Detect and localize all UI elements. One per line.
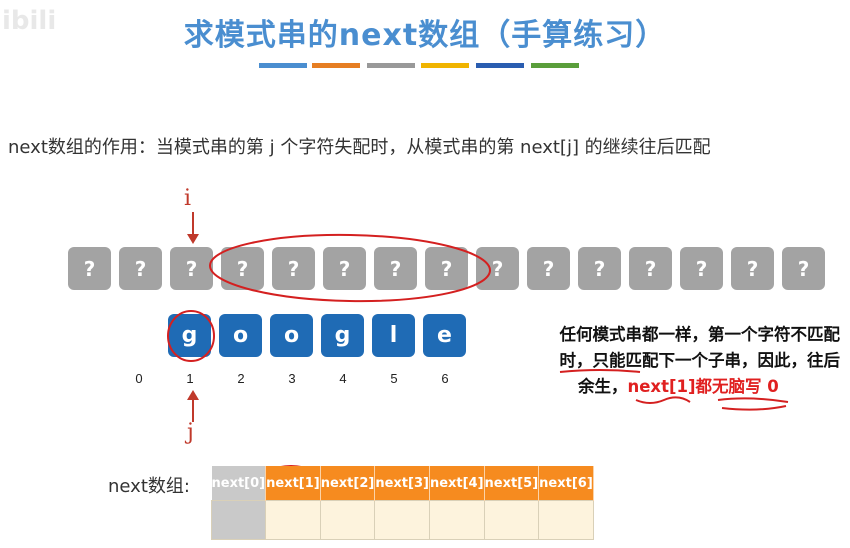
main-string-cell: ? (425, 247, 468, 290)
next-header: next[0] (211, 466, 267, 501)
main-string-cell: ? (272, 247, 315, 290)
pattern-cell: l (372, 314, 415, 357)
underline-wuhao-2 (721, 405, 787, 411)
next-value-cell: 0 (265, 500, 321, 540)
main-string-cell: ? (170, 247, 213, 290)
description-text: next数组的作用：当模式串的第 j 个字符失配时，从模式串的第 next[j]… (8, 137, 711, 158)
note-line-3-prefix: 余生， (578, 377, 628, 396)
ellipse-highlight-main (209, 233, 491, 303)
pattern-cell: g (168, 314, 211, 357)
next-value-cell (483, 500, 540, 540)
main-string-cell: ? (68, 247, 111, 290)
index-label: 6 (441, 371, 449, 386)
index-label: 5 (390, 371, 398, 386)
next-header: next[3] (374, 466, 430, 501)
underline-wuhao (717, 397, 789, 403)
pattern-cell: e (423, 314, 466, 357)
next-header: next[1] (265, 466, 321, 501)
color-bar-green (531, 63, 579, 68)
underline-only-match (559, 369, 641, 373)
next-array-value-row: 0 (210, 500, 594, 540)
pattern-cell: g (321, 314, 364, 357)
pointer-j-arrow (187, 390, 199, 422)
next-array-header-row: next[0] next[1] next[2] next[3] next[4] … (211, 466, 594, 501)
main-string-cell: ? (578, 247, 621, 290)
page-title: 求模式串的next数组（手算练习） (183, 18, 667, 53)
watermark: ibili (2, 6, 57, 36)
note-line-3: 余生，next[1]都无脑写 0 (520, 374, 840, 400)
index-label: 1 (186, 371, 194, 386)
pointer-j-label: j (187, 420, 194, 445)
color-bar-orange (312, 63, 360, 68)
main-string-cell: ? (782, 247, 825, 290)
main-string-cell: ? (374, 247, 417, 290)
note-line-1: 任何模式串都一样，第一个字符不匹配 (559, 325, 841, 344)
main-string-cell: ? (323, 247, 366, 290)
note-line-2: 时，只能匹配下一个子串，因此，往后 (559, 351, 841, 370)
next-header: next[6] (538, 466, 594, 501)
main-string-cell: ? (527, 247, 570, 290)
note-text: 任何模式串都一样，第一个字符不匹配 时，只能匹配下一个子串，因此，往后 余生，n… (520, 322, 841, 400)
color-bar-blue (259, 63, 307, 68)
next-value-cell (319, 500, 376, 540)
next-header: next[2] (320, 466, 376, 501)
pattern-row: g o o g l e (168, 314, 466, 357)
pattern-cell: o (219, 314, 262, 357)
index-label: 4 (339, 371, 347, 386)
pointer-i-arrow (187, 212, 199, 244)
next-header: next[5] (484, 466, 540, 501)
main-string-cell: ? (629, 247, 672, 290)
color-bar-darkblue (476, 63, 524, 68)
color-bar-yellow (421, 63, 469, 68)
next-value-cell (374, 500, 430, 540)
index-label: 0 (135, 371, 143, 386)
main-string-cell: ? (476, 247, 519, 290)
pattern-cell: o (270, 314, 313, 357)
index-label: 2 (237, 371, 245, 386)
next-value-cell (538, 500, 594, 540)
main-string-cell: ? (680, 247, 723, 290)
note-line-3-highlight: next[1]都无脑写 0 (627, 377, 779, 396)
main-string-cell: ? (731, 247, 774, 290)
pointer-i-label: i (184, 186, 192, 211)
next-array-table: next[0] next[1] next[2] next[3] next[4] … (210, 466, 594, 540)
underline-next1-wave (635, 396, 691, 404)
index-label: 3 (288, 371, 296, 386)
next-header: next[4] (429, 466, 485, 501)
next-value-cell (428, 500, 485, 540)
main-string-cell: ? (119, 247, 162, 290)
next-array-label: next数组: (108, 476, 190, 497)
color-bar-gray (367, 63, 415, 68)
circle-highlight-g (167, 310, 215, 362)
next-value-cell (210, 500, 267, 540)
